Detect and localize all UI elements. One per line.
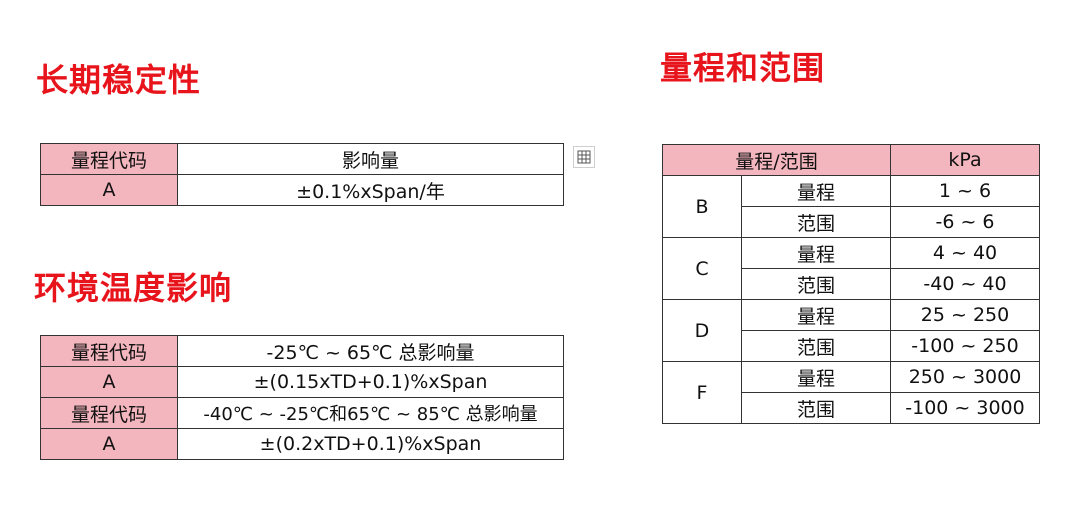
- table-header-cell: 影响量: [177, 143, 564, 175]
- table-row: F 量程 250 ~ 3000: [662, 361, 1040, 424]
- table-row: A ±(0.15xTD+0.1)%xSpan: [40, 366, 564, 398]
- table-cell: 25 ~ 250: [890, 299, 1040, 331]
- table-row: 量程代码 -25℃ ~ 65℃ 总影响量: [40, 335, 564, 367]
- table-header-cell: 量程代码: [40, 143, 178, 175]
- table-select-icon[interactable]: [573, 146, 595, 168]
- table-row: C 量程 4 ~ 40: [662, 237, 1040, 300]
- table-cell: ±(0.2xTD+0.1)%xSpan: [177, 428, 564, 460]
- table-cell: -100 ~ 250: [890, 330, 1040, 362]
- table-cell: A: [40, 366, 178, 398]
- table-cell: -40 ~ 40: [890, 268, 1040, 300]
- table-row: 范围 -100 ~ 3000: [663, 392, 1040, 424]
- range-code-cell: F: [662, 361, 742, 424]
- table-cell: -40℃ ~ -25℃和65℃ ~ 85℃ 总影响量: [177, 397, 564, 429]
- table-cell: 量程: [741, 361, 891, 393]
- table-cell: -100 ~ 3000: [890, 392, 1040, 424]
- table-cell: 4 ~ 40: [890, 237, 1040, 269]
- temperature-heading: 环境温度影响: [34, 269, 233, 307]
- table-row: A ±0.1%xSpan/年: [40, 174, 564, 206]
- table-cell: 量程: [741, 175, 891, 207]
- table-cell: ±0.1%xSpan/年: [177, 174, 564, 206]
- range-code-cell: D: [662, 299, 742, 362]
- stability-heading: 长期稳定性: [36, 61, 202, 99]
- table-row: 范围 -40 ~ 40: [663, 268, 1040, 300]
- table-row: A ±(0.2xTD+0.1)%xSpan: [40, 428, 564, 460]
- table-cell: 量程代码: [40, 335, 178, 367]
- range-heading: 量程和范围: [660, 49, 826, 87]
- table-cell: 范围: [741, 206, 891, 238]
- table-cell: A: [40, 428, 178, 460]
- table-row: 量程代码 影响量: [40, 143, 564, 175]
- table-cell: 量程: [741, 299, 891, 331]
- table-cell: 范围: [741, 330, 891, 362]
- table-row: D 量程 25 ~ 250: [662, 299, 1040, 362]
- table-cell: A: [40, 174, 178, 206]
- table-cell: 1 ~ 6: [890, 175, 1040, 207]
- table-row: 范围 -6 ~ 6: [663, 206, 1040, 238]
- stability-table: 量程代码 影响量 A ±0.1%xSpan/年: [40, 143, 564, 206]
- table-row: 量程代码 -40℃ ~ -25℃和65℃ ~ 85℃ 总影响量: [40, 397, 564, 429]
- temperature-table: 量程代码 -25℃ ~ 65℃ 总影响量 A ±(0.15xTD+0.1)%xS…: [40, 335, 564, 460]
- table-cell: 量程: [741, 237, 891, 269]
- table-cell: 范围: [741, 268, 891, 300]
- table-cell: -25℃ ~ 65℃ 总影响量: [177, 335, 564, 367]
- range-code-cell: B: [662, 175, 742, 238]
- table-cell: 250 ~ 3000: [890, 361, 1040, 393]
- table-header-cell: kPa: [890, 144, 1040, 176]
- table-header-cell: 量程/范围: [662, 144, 891, 176]
- table-cell: 量程代码: [40, 397, 178, 429]
- range-code-cell: C: [662, 237, 742, 300]
- table-row: 量程/范围 kPa: [662, 144, 1040, 176]
- range-table: 量程/范围 kPa B 量程 1 ~ 6 范围 -6 ~ 6 C 量程 4 ~ …: [662, 144, 1040, 424]
- table-cell: -6 ~ 6: [890, 206, 1040, 238]
- table-row: B 量程 1 ~ 6: [662, 175, 1040, 238]
- table-cell: 范围: [741, 392, 891, 424]
- table-cell: ±(0.15xTD+0.1)%xSpan: [177, 366, 564, 398]
